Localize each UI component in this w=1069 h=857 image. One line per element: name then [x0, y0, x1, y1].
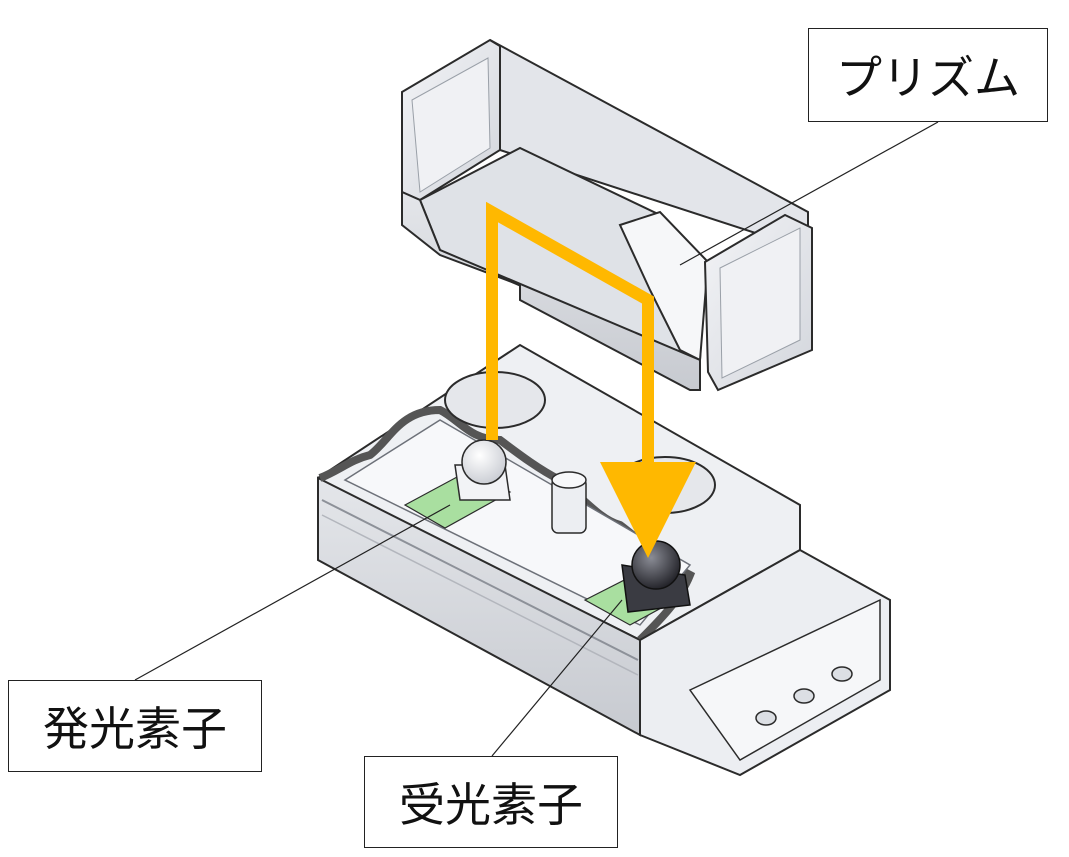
prism-label: プリズム [808, 28, 1048, 122]
emitter-element [403, 439, 512, 529]
receiver-label: 受光素子 [364, 756, 618, 848]
connector-pins [755, 666, 853, 726]
receiver-leader-line [491, 599, 623, 757]
emitter-leader-line [134, 504, 451, 681]
prism [401, 38, 813, 392]
connector [639, 548, 891, 777]
light-path-arrow [486, 201, 696, 558]
prism-leader-line [679, 121, 939, 266]
emitter-label: 発光素子 [8, 680, 262, 772]
